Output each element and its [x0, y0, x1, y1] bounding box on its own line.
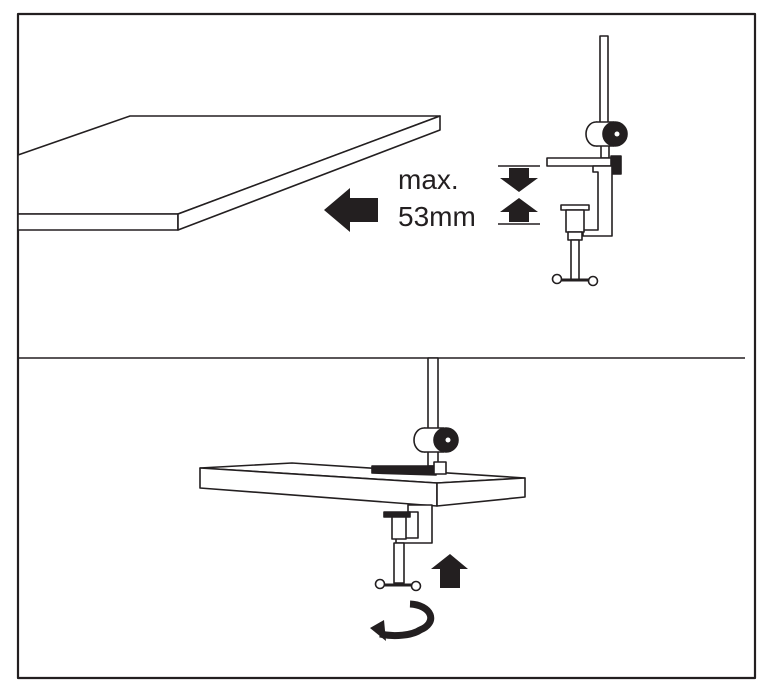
- desk-clamp-open: [546, 35, 628, 287]
- desk-clamp-mounted-pole: [413, 357, 459, 467]
- rotate-icon: [370, 600, 435, 641]
- max-label: max.: [398, 164, 459, 195]
- desk-clamp-mounted: [371, 461, 447, 592]
- arrow-down-icon: [498, 165, 540, 192]
- arrow-up-icon: [431, 554, 468, 588]
- arrow-left-icon: [324, 188, 378, 232]
- frame: [16, 12, 757, 680]
- size-label: 53mm: [398, 201, 476, 232]
- desk-board-bottom: [199, 462, 526, 507]
- arrow-up-icon: [498, 198, 540, 225]
- desk-board-top: [17, 115, 441, 231]
